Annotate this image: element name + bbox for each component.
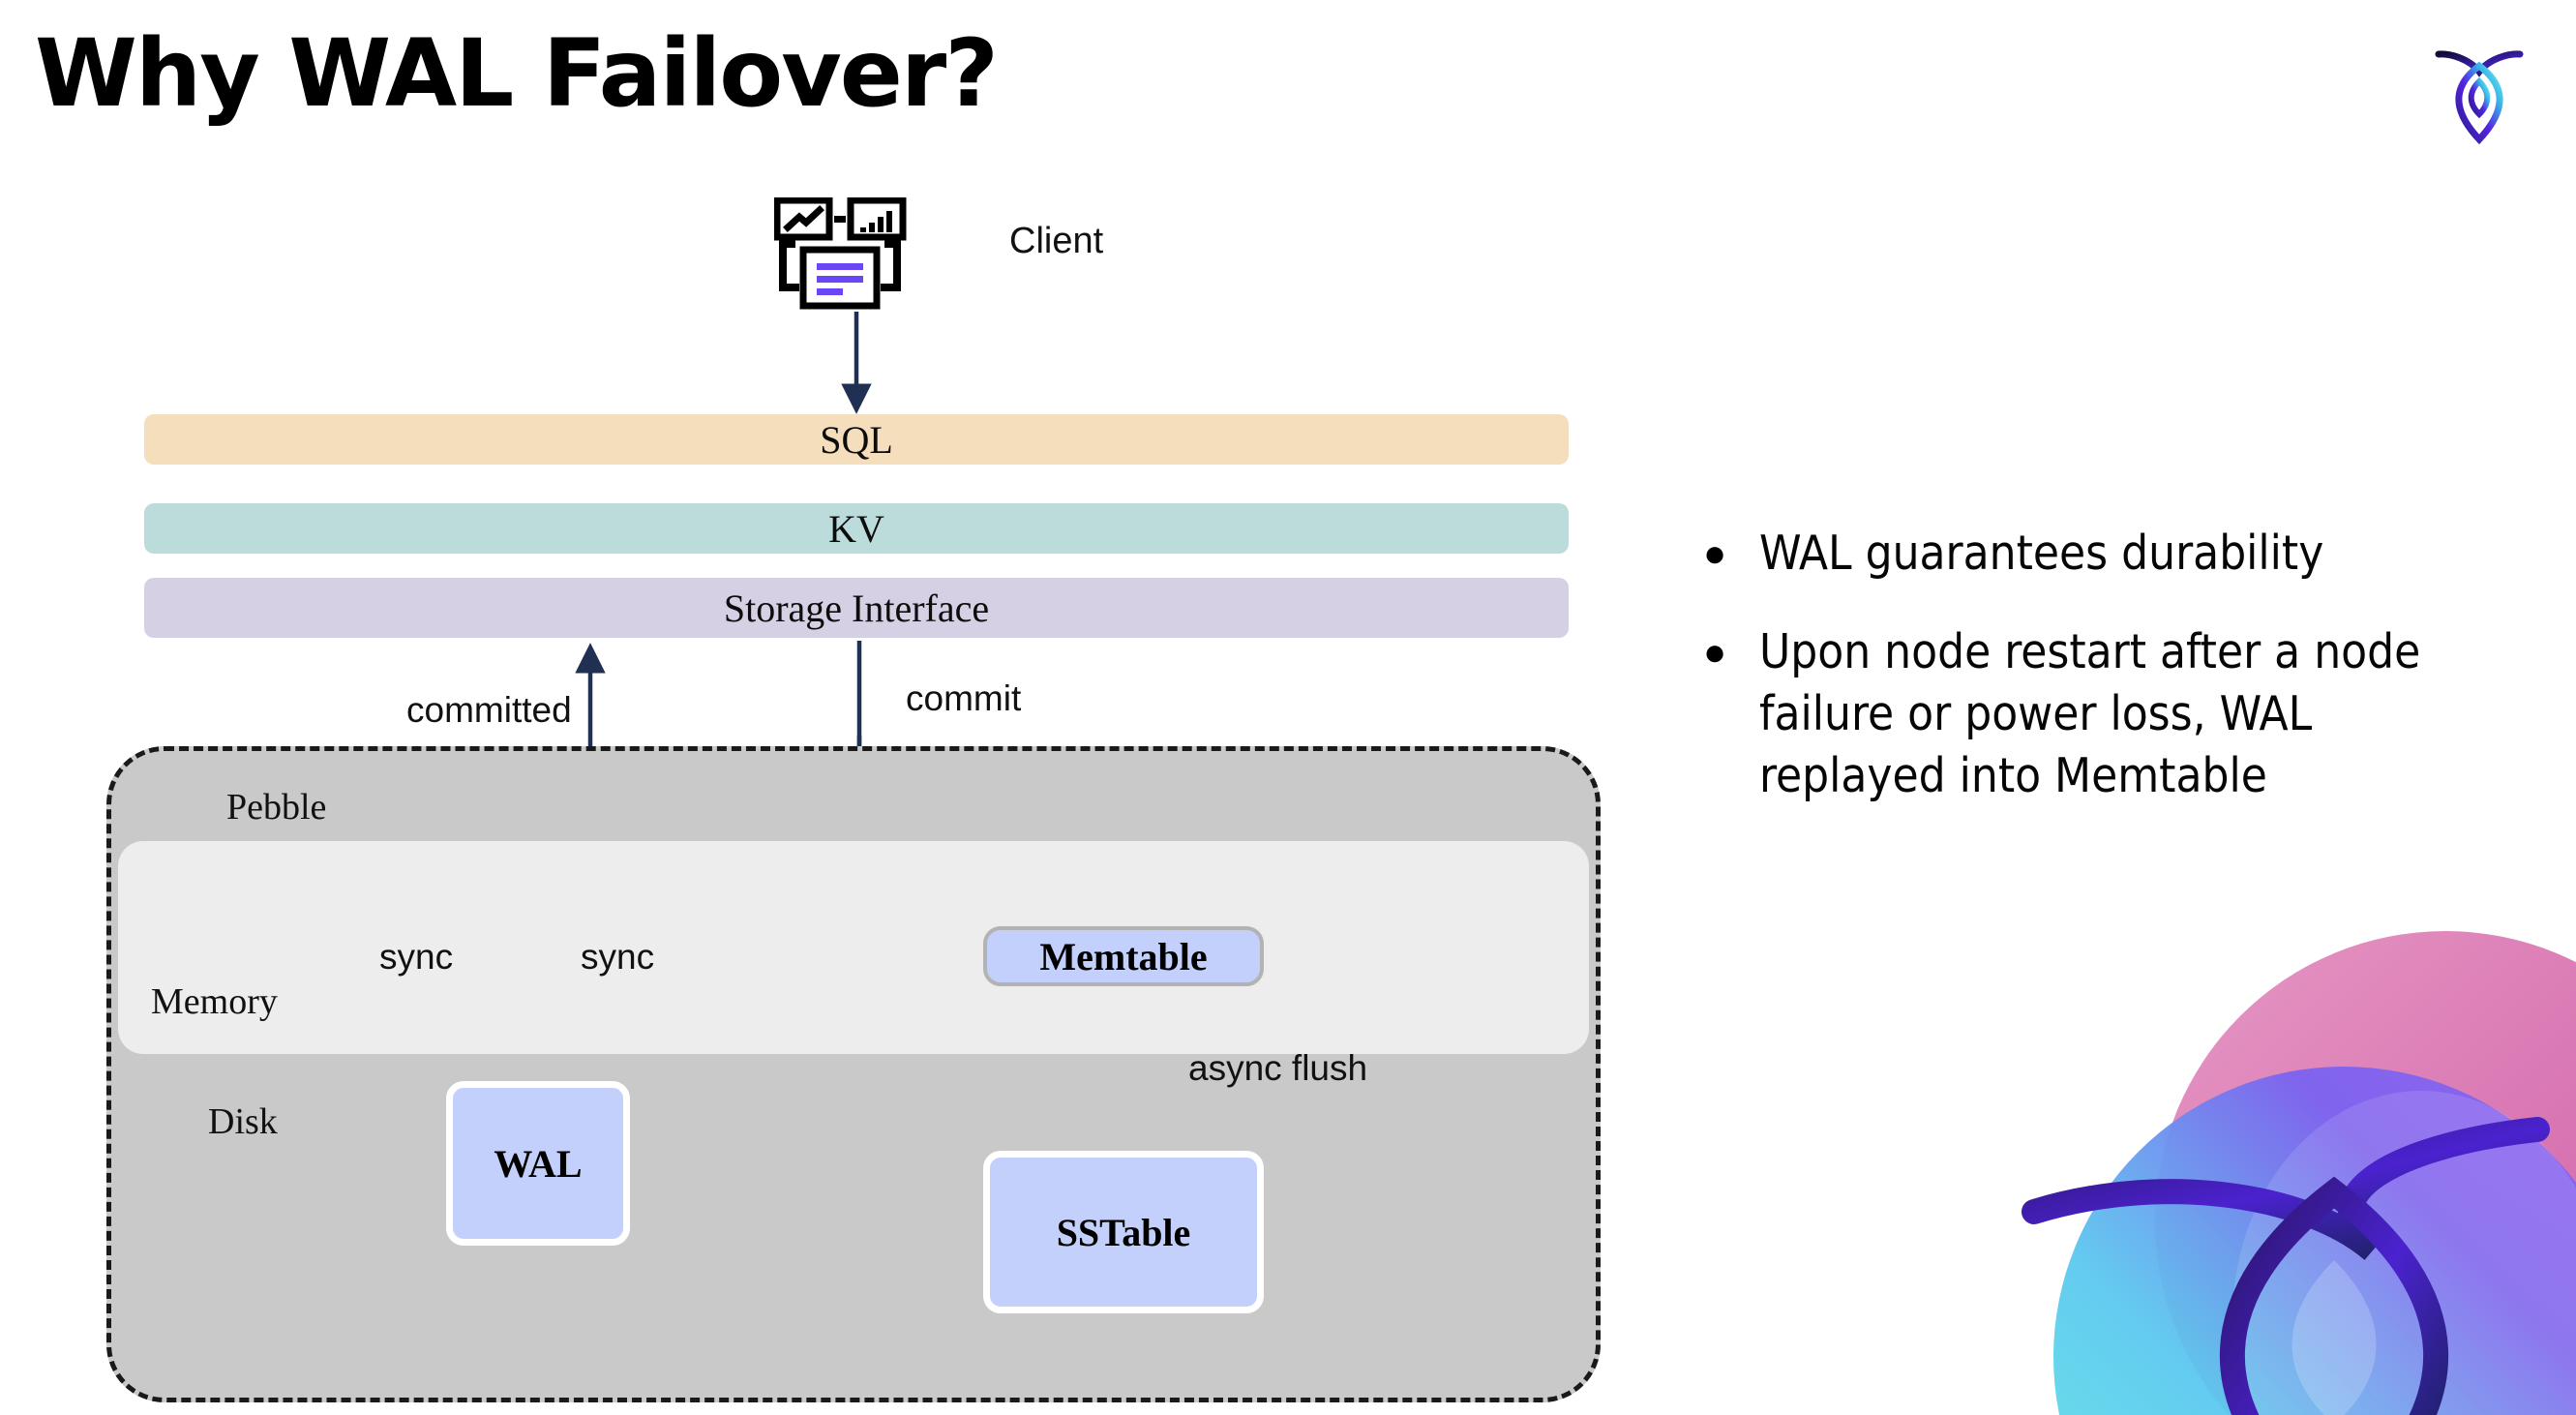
edge-label-commit: commit: [906, 678, 1022, 718]
bullet-text: WAL guarantees durability: [1759, 526, 2324, 581]
decorative-logo-artwork: [1918, 902, 2576, 1415]
layer-bar-storage-interface: Storage Interface: [144, 578, 1569, 638]
architecture-diagram: Client SQL KV Storage Interface Pebble M…: [106, 196, 1601, 1402]
edge-label-committed: committed: [406, 690, 572, 730]
edge-label-sync-right: sync: [581, 937, 655, 977]
memory-zone-label: Memory: [151, 981, 278, 1022]
layer-bar-sql-label: SQL: [820, 417, 893, 462]
node-sstable: SSTable: [983, 1151, 1264, 1313]
bullet-marker-icon: ●: [1703, 631, 1727, 674]
layer-bar-sql: SQL: [144, 414, 1569, 465]
pebble-zone-label: Pebble: [226, 787, 327, 828]
layer-bar-kv: KV: [144, 503, 1569, 554]
cockroachdb-logo: [2417, 27, 2541, 151]
edge-label-sync-left: sync: [379, 937, 454, 977]
edge-label-async-flush: async flush: [1188, 1048, 1368, 1088]
node-sstable-label: SSTable: [1056, 1210, 1191, 1254]
node-memtable-label: Memtable: [1039, 934, 1208, 978]
disk-zone-label: Disk: [208, 1101, 278, 1142]
node-wal-label: WAL: [494, 1141, 583, 1186]
client-label: Client: [1009, 221, 1104, 261]
node-wal: WAL: [446, 1081, 630, 1246]
list-item: ● WAL guarantees durability: [1703, 523, 2506, 585]
client-dashboard-icon: [773, 196, 929, 314]
node-memtable: Memtable: [983, 926, 1264, 986]
list-item: ● Upon node restart after a node failure…: [1703, 621, 2506, 807]
bullet-list: ● WAL guarantees durability ● Upon node …: [1703, 523, 2506, 844]
layer-bar-kv-label: KV: [828, 506, 884, 551]
bullet-marker-icon: ●: [1703, 532, 1727, 575]
memory-zone-band: [118, 841, 1589, 1054]
bullet-text: Upon node restart after a node failure o…: [1759, 624, 2421, 803]
layer-bar-storage-interface-label: Storage Interface: [723, 586, 990, 630]
page-title: Why WAL Failover?: [35, 19, 999, 128]
